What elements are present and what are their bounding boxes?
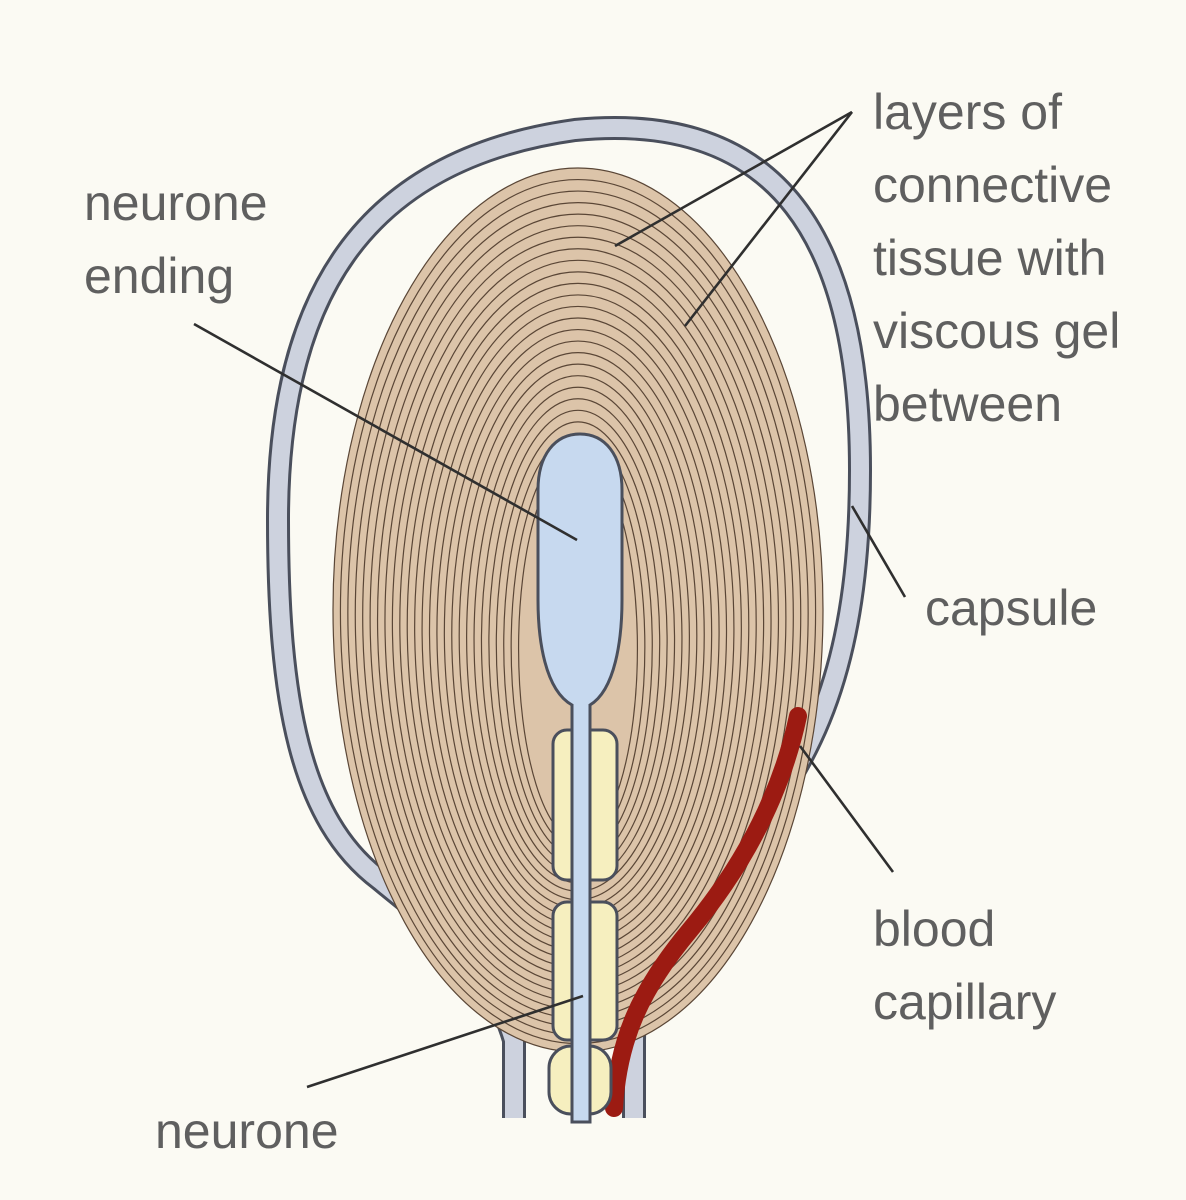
leader-layers-1 [614, 110, 853, 248]
leader-capsule [850, 505, 907, 598]
leader-neurone-ending [193, 322, 578, 542]
label-blood-capillary-line-2: capillary [873, 974, 1057, 1030]
label-blood-capillary: blood capillary [873, 893, 1056, 1039]
label-neurone: neurone [155, 1095, 339, 1168]
label-layers-line-2: connective [873, 157, 1113, 213]
blood-capillary [605, 707, 807, 1117]
label-layers-of-connective-tissue: layers of connective tissue with viscous… [873, 76, 1120, 441]
neurone-ending [536, 432, 624, 1124]
label-layers-line-4: viscous gel [873, 303, 1121, 359]
label-neurone-ending-line-1: neurone [84, 175, 268, 231]
leader-lines [193, 110, 907, 1089]
label-layers-line-5: between [873, 376, 1063, 432]
label-capsule-text: capsule [925, 580, 1098, 636]
label-blood-capillary-line-1: blood [873, 901, 996, 957]
leader-layers-2 [683, 111, 854, 327]
leader-neurone [306, 994, 584, 1089]
label-neurone-ending-line-2: ending [84, 248, 235, 304]
leader-blood-capillary [798, 745, 895, 873]
label-layers-line-3: tissue with [873, 230, 1107, 286]
label-neurone-ending: neurone ending [84, 167, 268, 313]
label-layers-line-1: layers of [873, 84, 1062, 140]
label-capsule: capsule [925, 572, 1097, 645]
label-neurone-text: neurone [155, 1103, 339, 1159]
